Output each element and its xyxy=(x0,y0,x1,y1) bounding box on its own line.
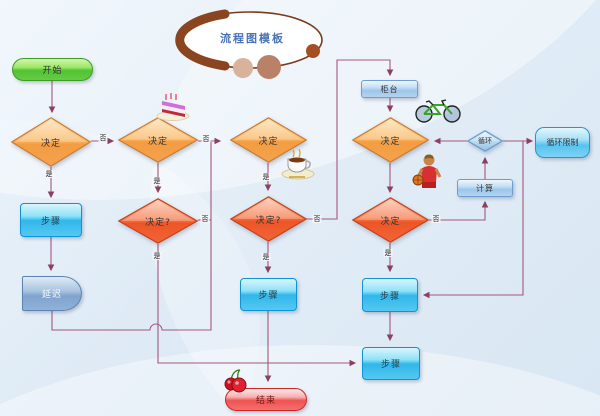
title-shape[interactable] xyxy=(172,6,332,82)
node-label: 步骤 xyxy=(380,360,401,370)
node-loop-limit[interactable]: 循环限制 xyxy=(535,127,590,158)
node-label: 决定? xyxy=(255,215,282,226)
node-label: 决定 xyxy=(147,136,168,147)
edge-label: 否 xyxy=(201,135,211,143)
node-step-1[interactable]: 步骤 xyxy=(20,203,82,237)
node-decision-3[interactable]: 决定 xyxy=(230,117,307,163)
node-counter[interactable]: 柜台 xyxy=(361,80,418,98)
edge-label: 是 xyxy=(152,252,162,260)
node-label: 循环 xyxy=(478,137,492,145)
node-step-2[interactable]: 步骤 xyxy=(240,278,297,311)
node-label: 决定 xyxy=(258,136,279,147)
node-step-3[interactable]: 步骤 xyxy=(362,278,418,312)
node-decision-4b[interactable]: 决定 xyxy=(352,197,429,243)
node-label: 开始 xyxy=(42,66,63,76)
basketball-player-icon[interactable] xyxy=(410,152,446,194)
diagram-title: 流程图模板 xyxy=(220,32,285,45)
edge-label: 否 xyxy=(98,134,108,142)
node-label: 步骤 xyxy=(40,216,61,227)
edge-label: 是 xyxy=(44,170,54,178)
node-label: 决定 xyxy=(40,138,61,149)
edge-label: 否 xyxy=(200,215,210,223)
node-label: 决定 xyxy=(380,136,401,147)
node-label: 结束 xyxy=(255,396,276,406)
node-calc[interactable]: 计算 xyxy=(457,179,513,197)
node-start[interactable]: 开始 xyxy=(12,58,93,81)
node-loop[interactable]: 循环 xyxy=(467,130,503,152)
cherries-icon[interactable] xyxy=(222,367,252,397)
edge-label: 是 xyxy=(152,177,162,185)
cake-icon[interactable] xyxy=(152,89,194,125)
node-decision-2b[interactable]: 决定? xyxy=(118,198,198,244)
coffee-icon[interactable] xyxy=(279,147,317,185)
node-label: 计算 xyxy=(476,183,494,193)
node-decision-1[interactable]: 决定 xyxy=(11,117,91,167)
node-decision-4[interactable]: 决定 xyxy=(352,117,429,163)
node-decision-2[interactable]: 决定 xyxy=(118,117,198,163)
bicycle-icon[interactable] xyxy=(414,97,462,127)
node-label: 柜台 xyxy=(380,84,399,94)
edge-label: 是 xyxy=(383,249,393,257)
node-step-4[interactable]: 步骤 xyxy=(362,347,420,380)
node-label: 决定? xyxy=(145,217,171,228)
edge-label: 是 xyxy=(261,173,271,181)
node-label: 步骤 xyxy=(258,291,279,301)
node-label: 循环限制 xyxy=(546,138,579,147)
node-label: 延迟 xyxy=(41,290,62,300)
node-label: 决定 xyxy=(380,216,401,227)
node-end[interactable]: 结束 xyxy=(225,388,307,411)
deco-circle xyxy=(233,58,253,78)
edge-label: 否 xyxy=(312,215,322,223)
edge-label: 是 xyxy=(261,253,271,261)
node-delay[interactable]: 延迟 xyxy=(22,276,82,311)
node-label: 步骤 xyxy=(379,291,400,302)
node-decision-3b[interactable]: 决定? xyxy=(230,196,307,242)
edge-label: 否 xyxy=(431,215,441,223)
